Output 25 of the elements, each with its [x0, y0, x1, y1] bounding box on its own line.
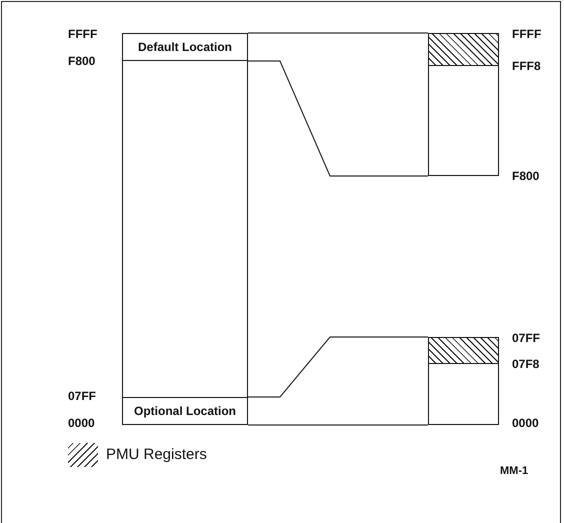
- region-label: Optional Location: [134, 404, 236, 418]
- region-label: Default Location: [138, 40, 232, 54]
- address-label: F800: [512, 169, 540, 183]
- address-label: FFF8: [512, 59, 541, 73]
- connector-line: [248, 336, 428, 398]
- memory-region: [122, 397, 248, 425]
- memory-block: [122, 60, 248, 398]
- connector-line: [248, 60, 428, 176]
- address-label: 0000: [68, 416, 95, 430]
- hatched-register-block: [428, 337, 499, 364]
- address-label: 07F8: [512, 357, 540, 371]
- address-label: 0000: [512, 416, 539, 430]
- connector-line: [248, 424, 428, 426]
- figure-code: MM-1: [500, 464, 528, 478]
- memory-region: [122, 33, 248, 61]
- address-label: F800: [68, 54, 96, 68]
- address-label: 07FF: [512, 331, 540, 345]
- legend-label: PMU Registers: [106, 446, 207, 464]
- memory-block: [428, 65, 499, 176]
- memory-block: [428, 363, 499, 425]
- address-label: FFFF: [68, 27, 98, 41]
- address-label: FFFF: [512, 27, 542, 41]
- address-label: 07FF: [68, 389, 96, 403]
- hatched-register-block: [428, 33, 499, 66]
- connector-line: [248, 32, 428, 34]
